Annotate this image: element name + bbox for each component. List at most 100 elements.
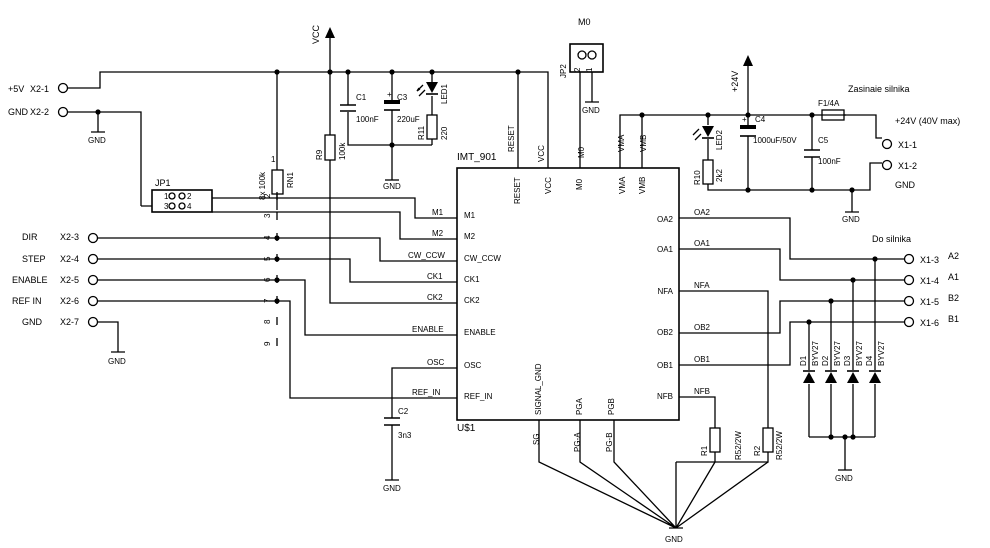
- ic-pin-ck1: CK1: [464, 275, 480, 284]
- vma-net-label: VMA: [617, 134, 626, 152]
- pgb-net-label: PG-B: [605, 432, 614, 452]
- resistor-r9: R9 100k: [315, 134, 347, 161]
- vm-wire: [619, 114, 846, 168]
- d4-icon: [869, 372, 881, 383]
- jp2-body[interactable]: [569, 43, 604, 73]
- vmb-net-label: VMB: [639, 135, 648, 152]
- ic-pin-osc: OSC: [464, 361, 482, 370]
- gnd-label: GND: [383, 484, 401, 493]
- jp1-pin-icon: [178, 202, 186, 210]
- x2-5-signal: ENABLE: [12, 275, 48, 285]
- vcc-decoupling: C1 100nF + C3 220uF GND LED1 R11 220: [340, 72, 449, 191]
- terminal-x1-1[interactable]: [881, 138, 893, 150]
- gnd-label: GND: [108, 357, 126, 366]
- vcc-rail: VCC RESET VCC: [68, 24, 549, 168]
- motor-supply-note: Zasinaie silnika: [848, 84, 910, 94]
- connector-x1-motor: X1-3 A2 X1-4 A1 X1-5 B2 X1-6 B1: [903, 251, 959, 328]
- x1-3-ref: X1-3: [920, 255, 939, 265]
- enable-wire: [98, 279, 457, 336]
- c5-value: 100nF: [818, 157, 841, 166]
- connector-x2: +5V X2-1 GND X2-2 GND DIR X2-3 STEP X2-4…: [8, 82, 142, 366]
- ob1-net-label: OB1: [694, 355, 711, 364]
- rn1-pin8: 8: [263, 319, 272, 324]
- vcc-label: VCC: [311, 24, 321, 44]
- x1-2-ref: X1-2: [898, 161, 917, 171]
- rn1-value: 8x 100k: [258, 171, 267, 200]
- vcc-pin-net-label: VCC: [537, 145, 546, 162]
- c4-value: 1000uF/50V: [753, 136, 797, 145]
- x1-1-ref: X1-1: [898, 140, 917, 150]
- enable-net-label: ENABLE: [412, 325, 444, 334]
- ic-pin-nfa: NFA: [657, 287, 673, 296]
- junction-dot: [639, 112, 645, 118]
- terminal-x2-4[interactable]: [87, 253, 99, 265]
- ic-name: IMT_901: [457, 152, 497, 163]
- jp2-wires: [579, 72, 599, 168]
- r2-value: R52/2W: [775, 431, 784, 460]
- nfa-wire: [676, 290, 769, 463]
- x1-4-signal: A1: [948, 272, 959, 282]
- d4-value: BYV27: [877, 341, 886, 366]
- v24-label: +24V: [730, 71, 740, 92]
- terminal-x1-2[interactable]: [881, 159, 893, 171]
- terminal-x2-2[interactable]: [57, 106, 69, 118]
- terminal-x2-7[interactable]: [87, 316, 99, 328]
- x2-7-signal: GND: [22, 317, 43, 327]
- terminal-x2-5[interactable]: [87, 274, 99, 286]
- d1-icon: [803, 372, 815, 383]
- x1-3-signal: A2: [948, 251, 959, 261]
- ic-imt901: IMT_901 U$1 M1 M2 CW_CCW CK1 CK2 ENABLE …: [456, 152, 680, 434]
- c1-ref: C1: [356, 93, 367, 102]
- cwccw-net-label: CW_CCW: [408, 251, 445, 260]
- ck1-net-label: CK1: [427, 272, 443, 281]
- jp1-pin3: 3: [164, 202, 169, 211]
- x2-1-signal: +5V: [8, 84, 24, 94]
- r2-ref: R2: [753, 445, 762, 456]
- ic-pin-oa2: OA2: [657, 215, 674, 224]
- nfb-net-label: NFB: [694, 387, 710, 396]
- oa2-net-label: OA2: [694, 208, 711, 217]
- ic-pin-m1: M1: [464, 211, 476, 220]
- d3-ref: D3: [843, 355, 852, 366]
- c2-value: 3n3: [398, 431, 412, 440]
- terminal-x2-6[interactable]: [87, 295, 99, 307]
- led1-ref: LED1: [440, 83, 449, 104]
- x2-3-signal: DIR: [22, 232, 38, 242]
- terminal-x2-1[interactable]: [57, 82, 69, 94]
- jp1-ref: JP1: [155, 178, 171, 188]
- c5-symbol-icon: [804, 149, 820, 158]
- m2-wire: [270, 211, 457, 240]
- connector-x1-power: +24V (40V max) X1-1 X1-2 GND: [881, 116, 960, 190]
- led2-light-icon: [692, 128, 702, 141]
- jumper-jp1: JP1 1 3 2 4: [141, 178, 270, 213]
- v24-arrow-icon: [743, 55, 753, 66]
- r2-body: [762, 427, 774, 453]
- gnd-label: GND: [88, 136, 106, 145]
- x1-5-ref: X1-5: [920, 297, 939, 307]
- ic-pin-ob2: OB2: [657, 328, 674, 337]
- led1-light-icon: [416, 84, 426, 97]
- terminal-x1-6[interactable]: [903, 316, 915, 328]
- ic-pin-vma: VMA: [618, 176, 627, 194]
- junction-dot: [806, 319, 812, 325]
- gnd-label: GND: [835, 474, 853, 483]
- ic-pin-m2: M2: [464, 232, 476, 241]
- terminal-x1-3[interactable]: [903, 253, 915, 265]
- terminal-x1-5[interactable]: [903, 295, 915, 307]
- x2-4-signal: STEP: [22, 254, 46, 264]
- jp1-body[interactable]: [151, 189, 213, 213]
- d2-value: BYV27: [833, 341, 842, 366]
- refin-net-label: REF_IN: [412, 388, 441, 397]
- jp2-pin1: 1: [585, 67, 594, 72]
- ck2-net-label: CK2: [427, 293, 443, 302]
- terminal-x1-4[interactable]: [903, 274, 915, 286]
- x2-2-wire: [68, 111, 142, 206]
- terminal-x2-3[interactable]: [87, 232, 99, 244]
- x2-2-ref: X2-2: [30, 107, 49, 117]
- r11-body: [426, 114, 438, 140]
- jp1-pin-icon: [178, 192, 186, 200]
- osc-wire: [391, 367, 457, 418]
- junction-dot: [828, 434, 834, 440]
- left-signal-wires: M1 M2 CW_CCW CK1 CK2 ENABLE REF_IN OSC: [98, 72, 457, 418]
- x2-6-ref: X2-6: [60, 296, 79, 306]
